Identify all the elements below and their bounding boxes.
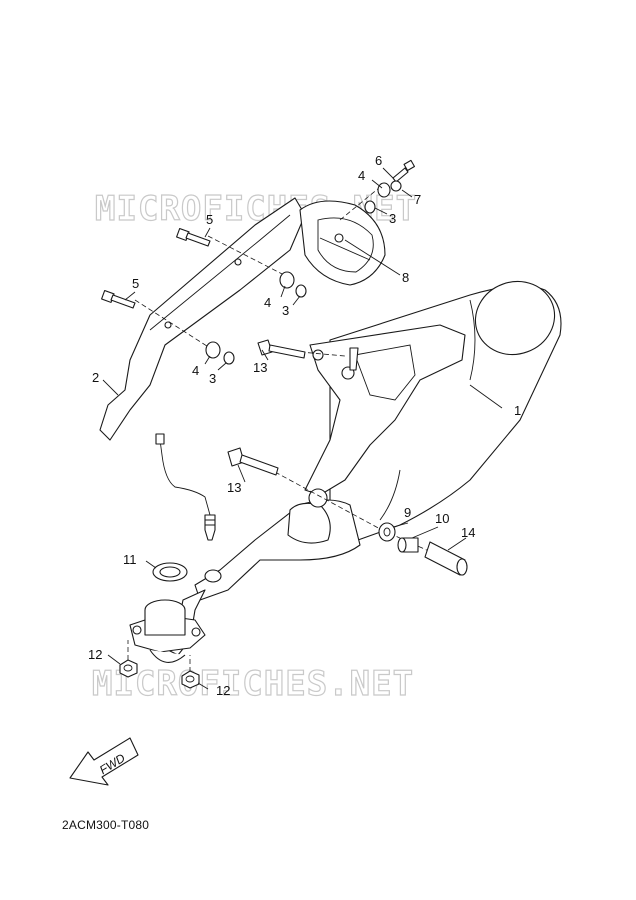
callout-1: 1 bbox=[514, 403, 521, 418]
muffler-bracket bbox=[304, 324, 466, 496]
nut-12-left bbox=[119, 659, 138, 678]
heat-protector bbox=[99, 197, 306, 441]
collar-10 bbox=[397, 537, 419, 553]
callout-12-left: 12 bbox=[88, 647, 102, 662]
damper-4-middle bbox=[279, 271, 295, 289]
watermark-bottom: MICROFICHES.NET bbox=[92, 664, 414, 704]
callout-8: 8 bbox=[402, 270, 409, 285]
callout-5-upper: 5 bbox=[206, 212, 213, 227]
collar-3-top bbox=[364, 200, 376, 214]
callout-5-lower: 5 bbox=[132, 276, 139, 291]
heat-cover-ring bbox=[299, 200, 386, 286]
exhaust-flange bbox=[129, 599, 206, 663]
callout-2: 2 bbox=[92, 370, 99, 385]
assembly-line bbox=[134, 299, 211, 349]
damper-4-lower bbox=[205, 341, 221, 359]
watermark-top: MICROFICHES.NET bbox=[95, 189, 417, 229]
damper-9 bbox=[378, 522, 396, 542]
callout-9: 9 bbox=[404, 505, 411, 520]
callout-3-lower: 3 bbox=[209, 371, 216, 386]
callout-7: 7 bbox=[414, 192, 421, 207]
damper-4-top bbox=[377, 180, 402, 198]
callout-3-top: 3 bbox=[389, 211, 396, 226]
bolt-5-upper bbox=[176, 227, 211, 247]
collar-3-middle bbox=[295, 284, 307, 298]
collar-3-lower bbox=[223, 351, 235, 365]
assembly-line bbox=[274, 471, 383, 531]
bolt-13-lower bbox=[227, 447, 279, 476]
pipe-collar bbox=[204, 569, 222, 583]
callout-4-top: 4 bbox=[358, 168, 365, 183]
fwd-arrow: FWD bbox=[69, 737, 139, 786]
diagram-code: 2ACM300-T080 bbox=[62, 818, 150, 832]
bolt-6 bbox=[392, 159, 416, 183]
callout-4-lower: 4 bbox=[192, 363, 199, 378]
assembly-line bbox=[381, 529, 461, 566]
callout-13-lower: 13 bbox=[227, 480, 241, 495]
gasket bbox=[152, 562, 188, 582]
callout-6: 6 bbox=[375, 153, 382, 168]
callout-3-middle: 3 bbox=[282, 303, 289, 318]
assembly-line bbox=[207, 235, 291, 279]
leader-lines bbox=[102, 167, 503, 690]
callout-14: 14 bbox=[461, 525, 475, 540]
oxygen-sensor bbox=[155, 433, 216, 541]
callout-11: 11 bbox=[123, 552, 137, 567]
spacer-14 bbox=[424, 541, 468, 576]
callout-10: 10 bbox=[435, 511, 449, 526]
bolt-13-upper bbox=[257, 339, 306, 359]
callout-13-upper: 13 bbox=[253, 360, 267, 375]
callout-12-right: 12 bbox=[216, 683, 230, 698]
callout-4-middle: 4 bbox=[264, 295, 271, 310]
bolt-5-lower bbox=[101, 289, 136, 309]
